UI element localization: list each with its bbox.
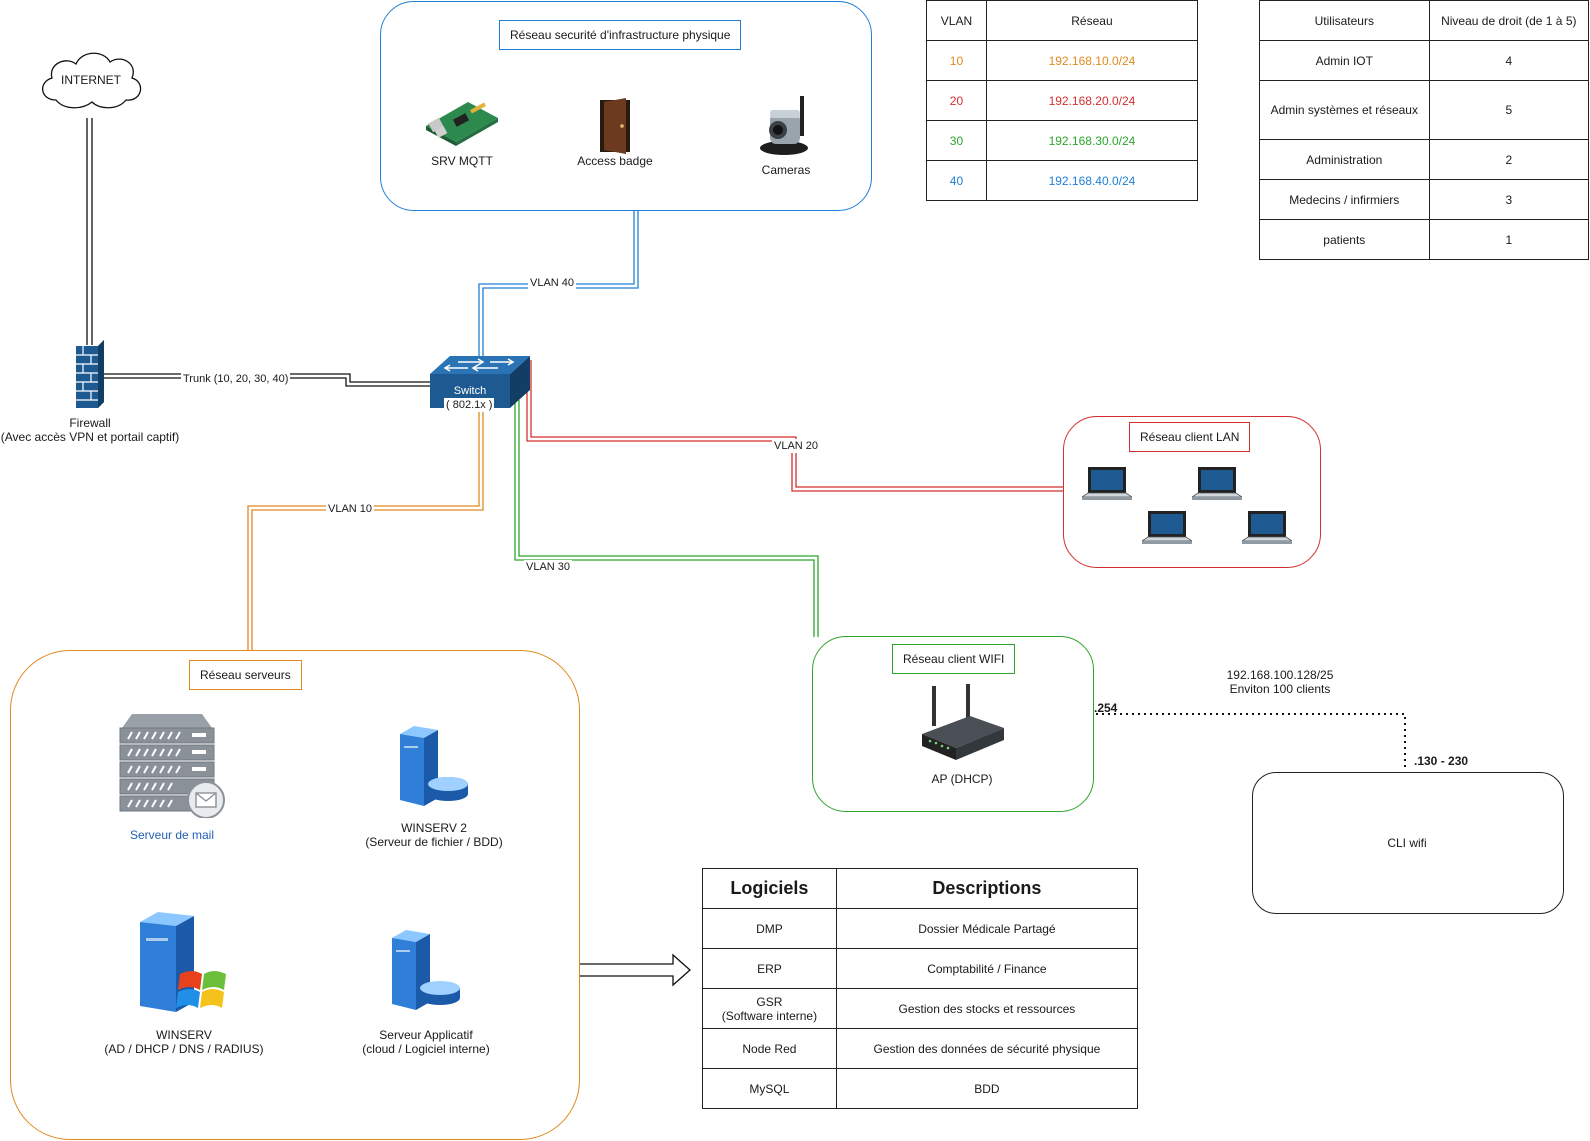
cameras-label: Cameras [761, 163, 811, 177]
raspberry-pi-icon [424, 96, 500, 146]
internet-cloud: INTERNET [34, 44, 148, 114]
vlan10-label: VLAN 10 [326, 502, 375, 516]
vlan-table: VLAN Réseau 10 192.168.10.0/24 20 192.16… [926, 0, 1199, 201]
winserv2-title: WINSERV 2 [401, 821, 467, 835]
wifi-dotted-link [1090, 713, 1406, 770]
description-cell: Comptabilité / Finance [835, 948, 1139, 989]
winserv2-subtitle: (Serveur de fichier / BDD) [365, 835, 503, 849]
software-cell: MySQL [702, 1068, 837, 1109]
winserv-title: WINSERV [156, 1028, 212, 1042]
vlan30-link [514, 400, 819, 637]
user-cell: Admin IOT [1259, 40, 1430, 81]
vlan-header: VLAN [926, 0, 987, 41]
access-badge-label: Access badge [577, 154, 653, 168]
software-cell: ERP [702, 948, 837, 989]
network-cell: 192.168.10.0/24 [985, 40, 1199, 81]
laptop-icon [1140, 510, 1194, 553]
description-cell: BDD [835, 1068, 1139, 1109]
lan-client-title: Réseau client LAN [1129, 422, 1251, 452]
level-header: Niveau de droit (de 1 à 5) [1428, 0, 1590, 41]
description-cell: Gestion des données de sécurité physique [835, 1028, 1139, 1069]
camera-icon [756, 96, 812, 156]
app-server-title: Serveur Applicatif [379, 1028, 473, 1042]
vlan-cell: 40 [926, 160, 987, 201]
app-server-subtitle: (cloud / Logiciel interne) [362, 1042, 490, 1056]
firewall-subtitle: (Avec accès VPN et portail captif) [0, 430, 180, 444]
winserv-subtitle: (AD / DHCP / DNS / RADIUS) [104, 1042, 264, 1056]
software-header: Logiciels [702, 868, 837, 909]
vlan20-label: VLAN 20 [772, 439, 821, 453]
level-cell: 4 [1428, 40, 1590, 81]
vlan-cell: 20 [926, 80, 987, 121]
windows-server-icon [140, 912, 230, 1021]
wifi-clients-box-label: CLI wifi [1387, 836, 1427, 850]
wifi-clients-count: Enviton 100 clients [1229, 682, 1331, 696]
description-cell: Dossier Médicale Partagé [835, 908, 1139, 949]
vlan40-label: VLAN 40 [528, 276, 577, 290]
user-cell: Admin systèmes et réseaux [1259, 80, 1430, 140]
wifi-clients-box [1252, 772, 1564, 914]
vlan20-link [526, 360, 1063, 492]
network-header: Réseau [985, 0, 1199, 41]
user-cell: Administration [1259, 139, 1430, 180]
wifi-subnet-label: 192.168.100.128/25 [1226, 668, 1334, 682]
mail-server-icon [118, 714, 228, 823]
internet-link [86, 118, 93, 345]
cloud-icon [42, 52, 142, 109]
software-cell: Node Red [702, 1028, 837, 1069]
level-cell: 3 [1428, 179, 1590, 220]
level-cell: 5 [1428, 80, 1590, 140]
network-cell: 192.168.40.0/24 [985, 160, 1199, 201]
vlan-cell: 30 [926, 120, 987, 161]
ap-label: AP (DHCP) [931, 772, 993, 786]
client-range-label: .130 - 230 [1414, 754, 1469, 768]
software-cell: DMP [702, 908, 837, 949]
network-cell: 192.168.30.0/24 [985, 120, 1199, 161]
level-cell: 1 [1428, 219, 1590, 260]
description-header: Descriptions [835, 868, 1139, 909]
switch-label-1: Switch [453, 385, 487, 397]
door-icon [598, 98, 632, 154]
user-cell: patients [1259, 219, 1430, 260]
trunk-label: Trunk (10, 20, 30, 40) [181, 372, 291, 386]
users-table: Utilisateurs Niveau de droit (de 1 à 5) … [1259, 0, 1590, 260]
software-cell: GSR (Software interne) [702, 988, 837, 1029]
router-icon [920, 684, 1006, 769]
laptop-icon [1080, 466, 1134, 509]
switch-label-2: ( 802.1x ) [444, 398, 495, 412]
network-cell: 192.168.20.0/24 [985, 80, 1199, 121]
internet-label: INTERNET [61, 73, 121, 87]
description-cell: Gestion des stocks et ressources [835, 988, 1139, 1029]
servers-group-title: Réseau serveurs [189, 660, 302, 690]
user-cell: Medecins / infirmiers [1259, 179, 1430, 220]
security-network-title: Réseau securité d'infrastructure physiqu… [499, 20, 742, 50]
vlan10-link [247, 400, 484, 650]
servers-group [10, 650, 580, 1140]
vlan30-label: VLAN 30 [524, 560, 573, 574]
srv-mqtt-label: SRV MQTT [431, 154, 493, 168]
gateway-label: .254 [1094, 701, 1118, 715]
laptop-icon [1190, 466, 1244, 509]
wifi-client-title: Réseau client WIFI [892, 644, 1016, 674]
level-cell: 2 [1428, 139, 1590, 180]
database-server-icon [400, 726, 470, 813]
vlan-cell: 10 [926, 40, 987, 81]
firewall-icon [74, 340, 106, 410]
firewall-title: Firewall [69, 416, 111, 430]
software-note: (Software interne) [721, 1008, 818, 1023]
laptop-icon [1240, 510, 1294, 553]
software-table: Logiciels Descriptions DMP Dossier Médic… [702, 868, 1139, 1109]
app-server-icon [392, 930, 462, 1017]
users-header: Utilisateurs [1259, 0, 1430, 41]
software-name: GSR [756, 994, 783, 1009]
mail-server-label: Serveur de mail [129, 828, 215, 842]
